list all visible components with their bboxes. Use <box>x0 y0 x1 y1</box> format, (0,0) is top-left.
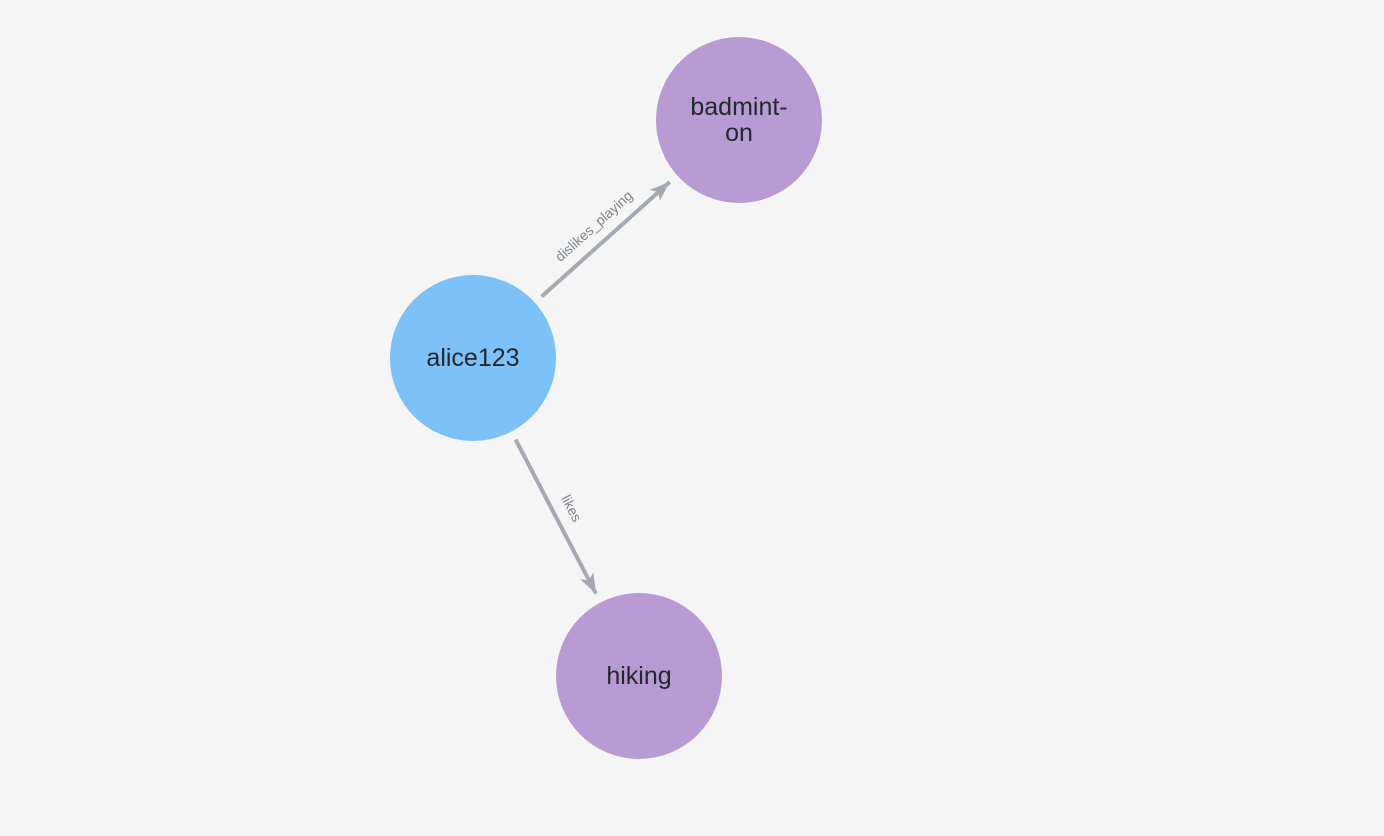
edge-likes[interactable] <box>513 438 598 595</box>
graph-node-badminton[interactable]: badmint-on <box>656 37 822 203</box>
node-circle-hiking[interactable] <box>556 593 722 759</box>
node-circle-alice123[interactable] <box>390 275 556 441</box>
edge-label-likes[interactable]: likes <box>558 492 585 524</box>
graph-node-alice123[interactable]: alice123 <box>390 275 556 441</box>
graph-node-hiking[interactable]: hiking <box>556 593 722 759</box>
node-circle-badminton[interactable] <box>656 37 822 203</box>
edge-dislikes_playing[interactable] <box>540 180 672 299</box>
